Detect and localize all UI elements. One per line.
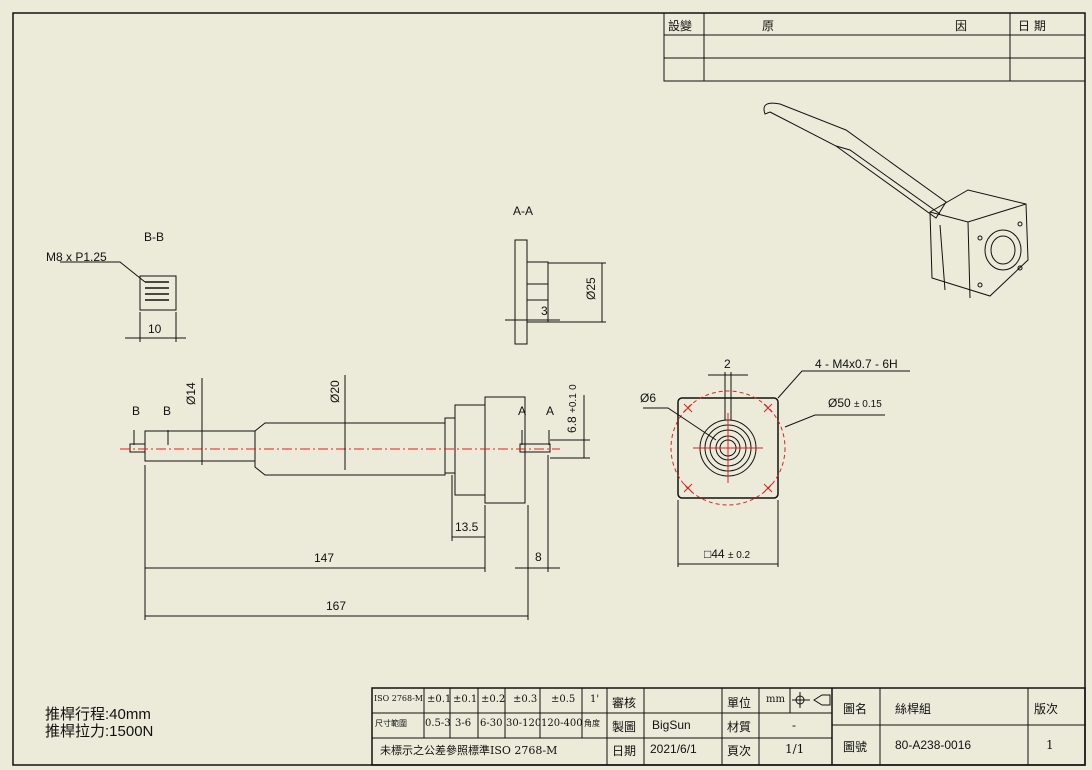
review-label: 審核 — [612, 696, 637, 710]
section-mark-b2: B — [163, 404, 172, 418]
thread-label: M8 x P1.25 — [46, 250, 107, 264]
range-label: 尺寸範圍 — [375, 719, 407, 728]
unit-label: 單位 — [727, 696, 752, 710]
date-label: 日期 — [612, 744, 637, 758]
section-aa-title: A-A — [513, 204, 534, 218]
rev-header-reason-2: 因 — [955, 19, 968, 33]
sheet-border — [12, 12, 1086, 766]
range-cell: 30-120 — [506, 718, 542, 729]
section-mark-b1: B — [132, 404, 141, 418]
material-label: 材質 — [727, 720, 752, 734]
name-value: 絲桿組 — [895, 702, 932, 716]
section-mark-a1: A — [518, 404, 527, 418]
title-block-grid — [371, 687, 1086, 766]
dim-3: 3 — [541, 304, 548, 318]
dim-sq44-tol: ± 0.2 — [727, 550, 751, 561]
page-value: 1/1 — [785, 742, 805, 756]
main-side-view — [120, 375, 590, 620]
number-value: 80-A238-0016 — [895, 738, 972, 752]
range-cell: 角度 — [584, 719, 600, 728]
range-cell: 120-400 — [541, 718, 583, 729]
dim-dia20: Ø20 — [328, 380, 342, 403]
dim-6-8: 6.8 +0.1 0 — [565, 384, 579, 433]
rev-header-reason-1: 原 — [762, 19, 775, 33]
tol-cell: ±0.5 — [551, 694, 576, 705]
dim-6-8-value: 6.8 — [565, 416, 579, 433]
dim-6-8-lower: 0 — [568, 384, 579, 390]
tol-cell: ±0.3 — [513, 694, 538, 705]
tol-cell: ±0.1 — [427, 694, 452, 705]
dim-dia6: Ø6 — [640, 391, 657, 405]
revision-table-grid — [663, 12, 1086, 82]
page-label: 頁次 — [727, 744, 752, 758]
material-value: - — [792, 718, 796, 732]
unit-value: mm — [766, 694, 785, 705]
dim-13-5: 13.5 — [455, 520, 479, 534]
drawn-label: 製圖 — [612, 720, 637, 734]
tol-cell: 1' — [590, 694, 600, 705]
isometric-view — [763, 102, 1029, 299]
section-bb-view — [60, 261, 186, 342]
dim-sq44: □44 ± 0.2 — [704, 547, 750, 561]
dim-147: 147 — [314, 551, 335, 565]
front-view — [643, 370, 910, 567]
version-value: 1 — [1046, 738, 1054, 752]
rev-header-date: 日 期 — [1018, 19, 1046, 33]
dim-dia14: Ø14 — [184, 382, 198, 405]
dim-6-8-upper: +0.1 — [568, 393, 579, 413]
dim-10: 10 — [148, 322, 162, 336]
version-label: 版次 — [1034, 702, 1059, 716]
tol-cell: ±0.1 — [453, 694, 478, 705]
projection-symbol-icon — [792, 692, 831, 708]
dim-167: 167 — [326, 599, 347, 613]
holes-callout: 4 - M4x0.7 - 6H — [815, 357, 898, 371]
dim-dia25: Ø25 — [584, 277, 598, 300]
note-stroke: 推桿行程:40mm — [45, 706, 151, 723]
dim-2: 2 — [724, 357, 731, 371]
range-cell: 6-30 — [480, 718, 503, 729]
rev-header-change: 設變 — [668, 19, 693, 33]
dim-dia50-value: Ø50 — [828, 396, 851, 410]
dim-sq44-value: □44 — [704, 547, 725, 561]
range-cell: 0.5-3 — [425, 718, 451, 729]
tol-cell: ±0.2 — [481, 694, 506, 705]
tol-standard: ISO 2768-M — [374, 694, 423, 703]
dim-8: 8 — [535, 550, 542, 564]
section-bb-title: B-B — [144, 230, 165, 244]
tolerance-note: 未標示之公差參照標準ISO 2768-M — [380, 744, 558, 757]
date-value: 2021/6/1 — [650, 742, 697, 756]
section-mark-a2: A — [546, 404, 555, 418]
dim-dia50: Ø50 ± 0.15 — [828, 396, 882, 410]
number-label: 圖號 — [843, 740, 868, 754]
note-force: 推桿拉力:1500N — [45, 723, 154, 740]
name-label: 圖名 — [843, 702, 868, 716]
dim-dia50-tol: ± 0.15 — [854, 399, 882, 410]
section-aa-view — [505, 239, 606, 345]
range-cell: 3-6 — [455, 718, 472, 729]
drawn-value: BigSun — [652, 718, 691, 732]
